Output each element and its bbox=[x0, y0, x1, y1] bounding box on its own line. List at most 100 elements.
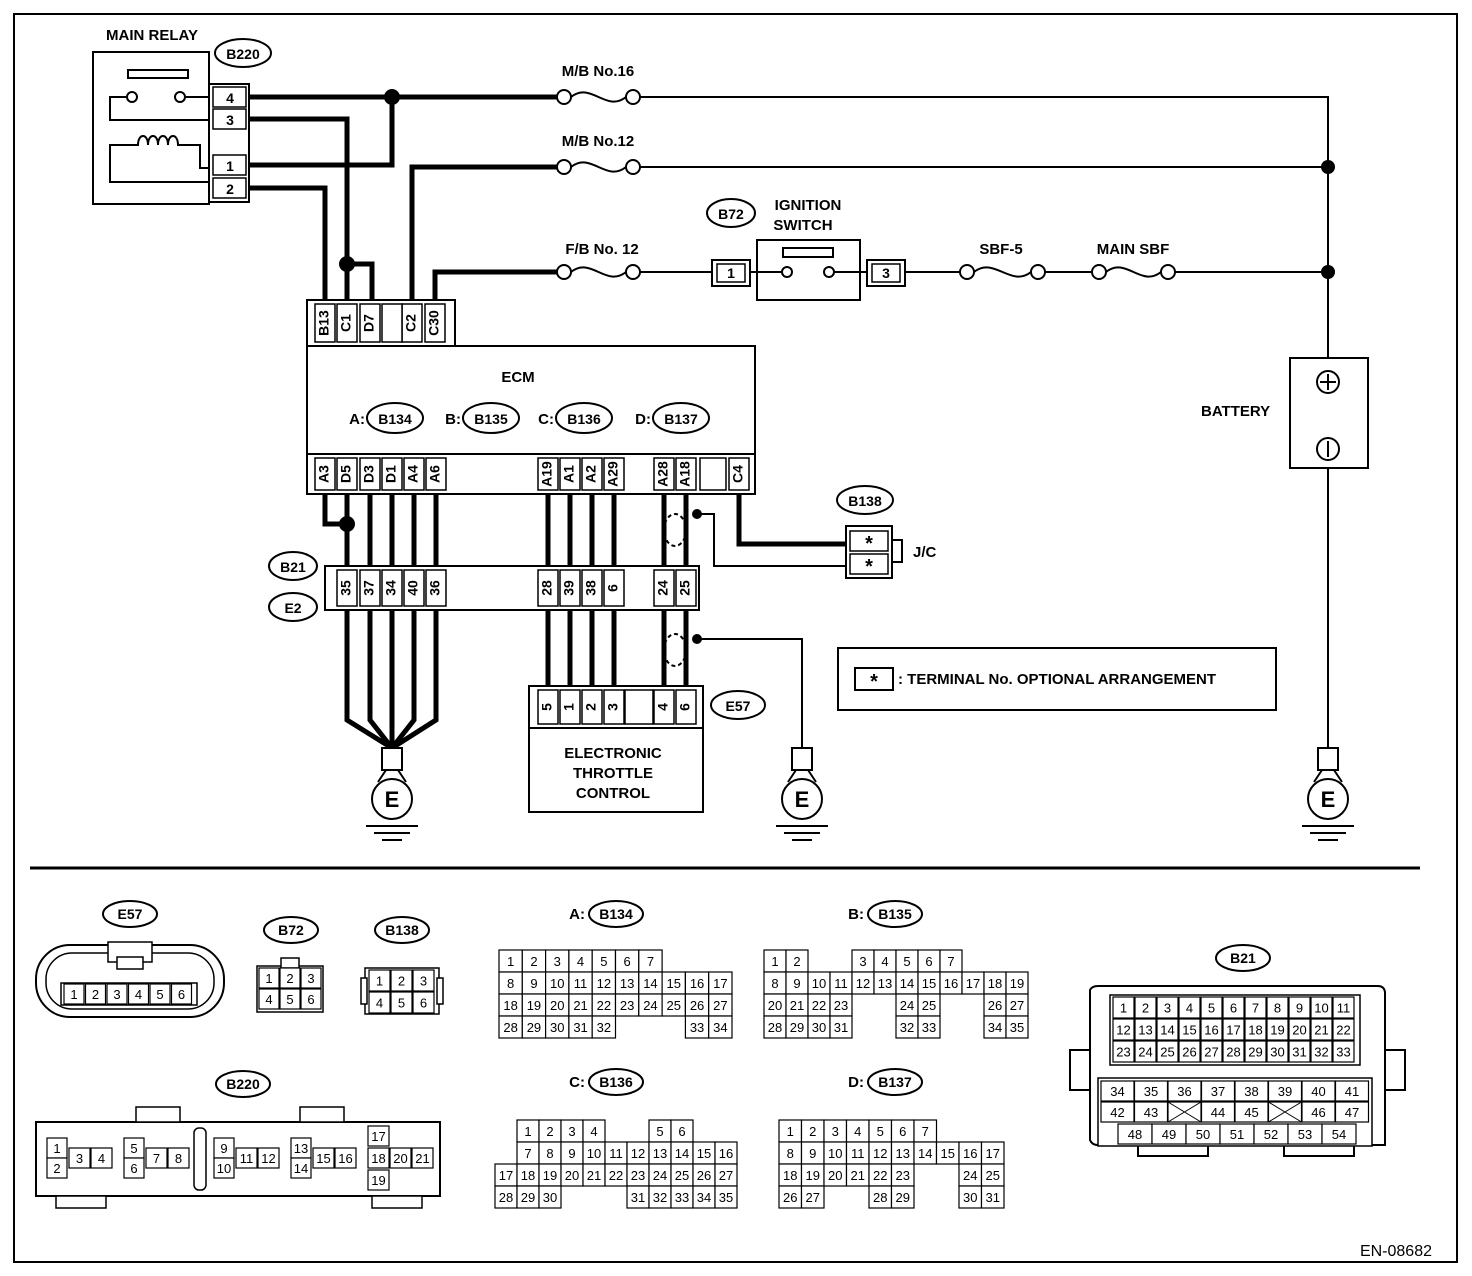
svg-text:B21: B21 bbox=[280, 559, 306, 575]
connector-face-pin: 34 bbox=[988, 1020, 1002, 1035]
fuse-sbf5: SBF-5 bbox=[959, 241, 1046, 280]
connector-face-prefix: D: bbox=[848, 1074, 864, 1091]
connector-face-prefix: B: bbox=[848, 906, 864, 923]
ecm-pin-A28: A28 bbox=[655, 461, 671, 487]
connector-face-pin: 4 bbox=[265, 992, 272, 1007]
ecm-pin-A19: A19 bbox=[539, 461, 555, 487]
svg-text:THROTTLE: THROTTLE bbox=[573, 765, 653, 782]
connector-face-pin: 21 bbox=[415, 1151, 429, 1166]
connector-face-pin: 8 bbox=[546, 1146, 553, 1161]
connector-face-pin: 6 bbox=[925, 954, 932, 969]
connector-face-pin: 27 bbox=[806, 1190, 820, 1205]
connector-face-pin: 2 bbox=[530, 954, 537, 969]
b21-pin-35: 35 bbox=[338, 580, 354, 596]
connector-face-pin: 30 bbox=[550, 1020, 564, 1035]
connector-face-pin: 15 bbox=[316, 1151, 330, 1166]
connector-face-pin: 5 bbox=[398, 996, 405, 1011]
svg-text:*: * bbox=[865, 533, 873, 555]
connector-face-pin: 31 bbox=[631, 1190, 645, 1205]
connector-face-pin: 31 bbox=[834, 1020, 848, 1035]
connector-face-pin: 21 bbox=[851, 1168, 865, 1183]
connector-face-pin: 38 bbox=[1244, 1084, 1258, 1099]
svg-text:SWITCH: SWITCH bbox=[773, 217, 832, 234]
ecm-pin-A2: A2 bbox=[583, 465, 599, 483]
connector-face-pin: 6 bbox=[678, 1124, 685, 1139]
connector-face-pin: 10 bbox=[1314, 1001, 1328, 1016]
b21-pin-28: 28 bbox=[539, 580, 555, 596]
connector-face-pin: 22 bbox=[873, 1168, 887, 1183]
ecm-pin-D7: D7 bbox=[361, 314, 377, 332]
connector-face-pin: 44 bbox=[1211, 1105, 1225, 1120]
connector-face-pin: 30 bbox=[1270, 1045, 1284, 1060]
connector-face-pin: 9 bbox=[220, 1141, 227, 1156]
ecm-pin-A3: A3 bbox=[316, 465, 332, 483]
ecm-pin-B13: B13 bbox=[316, 310, 332, 336]
connector-face-id: B21 bbox=[1230, 950, 1256, 966]
figure-id: EN-08682 bbox=[1360, 1243, 1432, 1260]
connector-face-pin: 25 bbox=[1160, 1045, 1174, 1060]
connector-face-pin: 24 bbox=[900, 998, 914, 1013]
connector-face-pin: 46 bbox=[1311, 1105, 1325, 1120]
fuse-mb16: M/B No.16 bbox=[556, 63, 641, 105]
connector-face-pin: 29 bbox=[521, 1190, 535, 1205]
connector-face-pin: 22 bbox=[597, 998, 611, 1013]
svg-text:E2: E2 bbox=[284, 600, 301, 616]
connector-face-pin: 20 bbox=[393, 1151, 407, 1166]
connector-face-pin: 5 bbox=[156, 987, 163, 1002]
connector-face-pin: 2 bbox=[92, 987, 99, 1002]
connector-face-prefix: C: bbox=[569, 1074, 585, 1091]
connector-face-pin: 11 bbox=[1337, 1001, 1351, 1016]
connector-face-pin: 1 bbox=[1120, 1001, 1127, 1016]
b21-pin-34: 34 bbox=[383, 580, 399, 596]
connector-face-pin: 18 bbox=[503, 998, 517, 1013]
connector-face-pin: 30 bbox=[963, 1190, 977, 1205]
connector-face-pin: 16 bbox=[338, 1151, 352, 1166]
connector-face-pin: 19 bbox=[806, 1168, 820, 1183]
connector-face-pin: 6 bbox=[899, 1124, 906, 1139]
connector-face-pin: 5 bbox=[656, 1124, 663, 1139]
ecm-connector-id: B135 bbox=[474, 411, 508, 427]
connector-face-pin: 18 bbox=[988, 976, 1002, 991]
svg-text:1: 1 bbox=[727, 265, 735, 281]
connector-face-pin: 4 bbox=[135, 987, 142, 1002]
b21-pin-24: 24 bbox=[655, 580, 671, 596]
connector-face-pin: 24 bbox=[643, 998, 657, 1013]
legend: * : TERMINAL No. OPTIONAL ARRANGEMENT bbox=[837, 647, 1277, 711]
connector-face-pin: 6 bbox=[307, 992, 314, 1007]
connector-face-pin: 24 bbox=[653, 1168, 667, 1183]
svg-text:SBF-5: SBF-5 bbox=[979, 241, 1022, 258]
ignition-switch: B72 IGNITION SWITCH 1 3 bbox=[706, 197, 906, 301]
main-relay-title: MAIN RELAY bbox=[106, 27, 198, 44]
connector-face-prefix: A: bbox=[569, 906, 585, 923]
connector-face-pin: 48 bbox=[1128, 1127, 1142, 1142]
connector-face-pin: 35 bbox=[1010, 1020, 1024, 1035]
fuse-main-sbf: MAIN SBF bbox=[1091, 241, 1176, 280]
connector-face-pin: 19 bbox=[1010, 976, 1024, 991]
connector-face-pin: 23 bbox=[834, 998, 848, 1013]
connector-face-pin: 15 bbox=[667, 976, 681, 991]
connector-face-pin: 26 bbox=[988, 998, 1002, 1013]
connector-face-pin: 27 bbox=[713, 998, 727, 1013]
connector-face-pin: 21 bbox=[1314, 1023, 1328, 1038]
connector-face-pin: 3 bbox=[420, 974, 427, 989]
connector-face-pin: 13 bbox=[294, 1141, 308, 1156]
main-relay-connector-badge bbox=[214, 38, 272, 68]
ecm-pin-A4: A4 bbox=[405, 465, 421, 483]
svg-text:4: 4 bbox=[226, 90, 234, 106]
connector-face-pin: 4 bbox=[1186, 1001, 1193, 1016]
connector-face-pin: 6 bbox=[178, 987, 185, 1002]
connector-face-pin: 25 bbox=[667, 998, 681, 1013]
connector-face-pin: 13 bbox=[878, 976, 892, 991]
connector-face-pin: 11 bbox=[240, 1151, 254, 1166]
connector-face-pin: 17 bbox=[1226, 1023, 1240, 1038]
connector-face-pin: 13 bbox=[653, 1146, 667, 1161]
connector-face-pin: 10 bbox=[812, 976, 826, 991]
svg-text:1: 1 bbox=[226, 158, 234, 174]
svg-text:J/C: J/C bbox=[913, 544, 937, 561]
connector-face-pin: 14 bbox=[675, 1146, 689, 1161]
connector-face-pin: 40 bbox=[1311, 1084, 1325, 1099]
